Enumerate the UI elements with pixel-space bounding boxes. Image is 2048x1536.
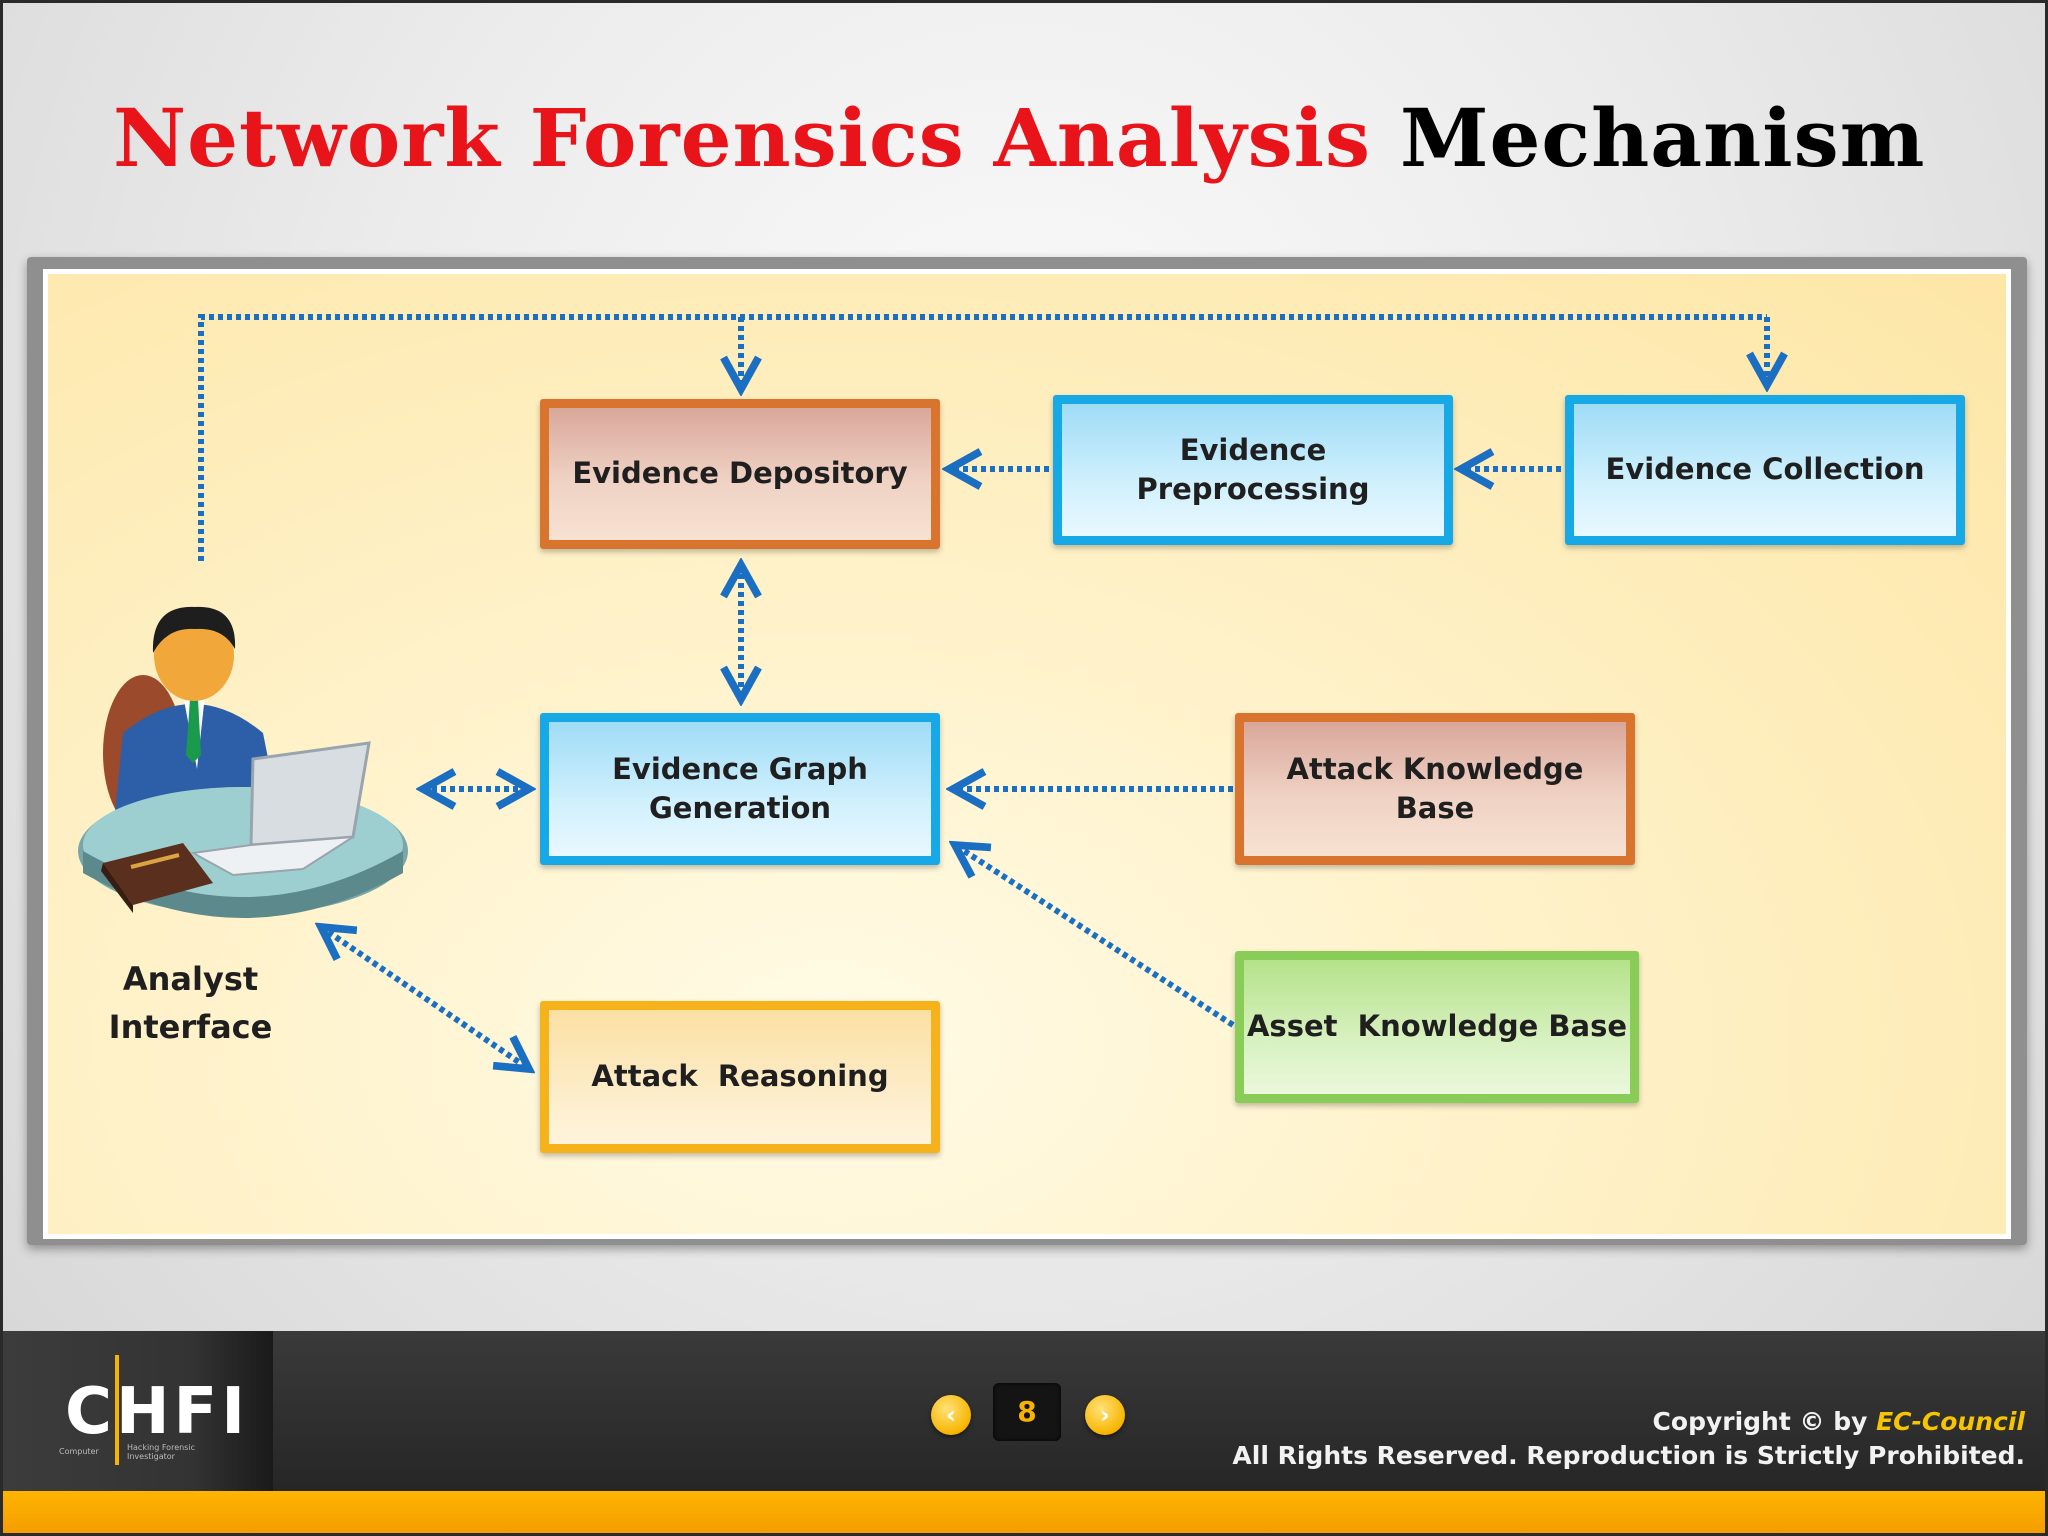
evidence-collection-box: Evidence Collection: [1565, 395, 1965, 545]
logo-subtitle-right: Hacking Forensic Investigator: [127, 1443, 195, 1461]
evidence-depository-label: Evidence Depository: [572, 456, 908, 491]
copyright-notice: Copyright © by EC-Council All Rights Res…: [1232, 1405, 2025, 1473]
evidence-graph-generation-box: Evidence Graph Generation: [540, 713, 940, 865]
page-number: 8: [993, 1383, 1061, 1441]
evidence-graph-generation-label: Evidence Graph Generation: [612, 751, 868, 825]
title-highlight: Network Forensics Analysis: [113, 91, 1372, 185]
page-title: Network Forensics Analysis Mechanism: [113, 91, 1925, 185]
prev-slide-button[interactable]: ‹: [931, 1395, 971, 1435]
evidence-depository-box: Evidence Depository: [540, 399, 940, 549]
analyst-label-line2: Interface: [108, 1008, 273, 1046]
asset-knowledge-base-label: Asset Knowledge Base: [1246, 1009, 1628, 1044]
analyst-icon: [78, 606, 408, 918]
evidence-preprocessing-box: Evidence Preprocessing: [1053, 395, 1453, 545]
logo-divider: [115, 1355, 119, 1465]
chevron-right-icon: ›: [1100, 1401, 1110, 1429]
analyst-interface-label: Analyst Interface: [98, 955, 283, 1051]
ec-council-brand: EC-Council: [1876, 1407, 2025, 1436]
next-slide-button[interactable]: ›: [1085, 1395, 1125, 1435]
attack-knowledge-base-box: Attack Knowledge Base: [1235, 713, 1635, 865]
logo-subtitle-left: Computer: [59, 1447, 99, 1456]
evidence-preprocessing-label: Evidence Preprocessing: [1136, 432, 1370, 506]
copyright-prefix: Copyright © by: [1652, 1407, 1877, 1436]
analyst-label-line1: Analyst: [122, 960, 259, 998]
attack-reasoning-box: Attack Reasoning: [540, 1001, 940, 1153]
title-rest: Mechanism: [1399, 91, 1926, 185]
chfi-logo: CHFI: [65, 1375, 250, 1449]
copyright-line: Copyright © by EC-Council: [1232, 1405, 2025, 1439]
footer-accent-strip: [3, 1491, 2045, 1533]
attack-reasoning-label: Attack Reasoning: [591, 1059, 889, 1094]
chevron-left-icon: ‹: [946, 1401, 956, 1429]
attack-knowledge-base-label: Attack Knowledge Base: [1286, 751, 1584, 825]
logo-block: [3, 1331, 273, 1491]
rights-reserved-text: All Rights Reserved. Reproduction is Str…: [1232, 1441, 2025, 1470]
evidence-collection-label: Evidence Collection: [1605, 452, 1925, 487]
asset-knowledge-base-box: Asset Knowledge Base: [1235, 951, 1639, 1103]
